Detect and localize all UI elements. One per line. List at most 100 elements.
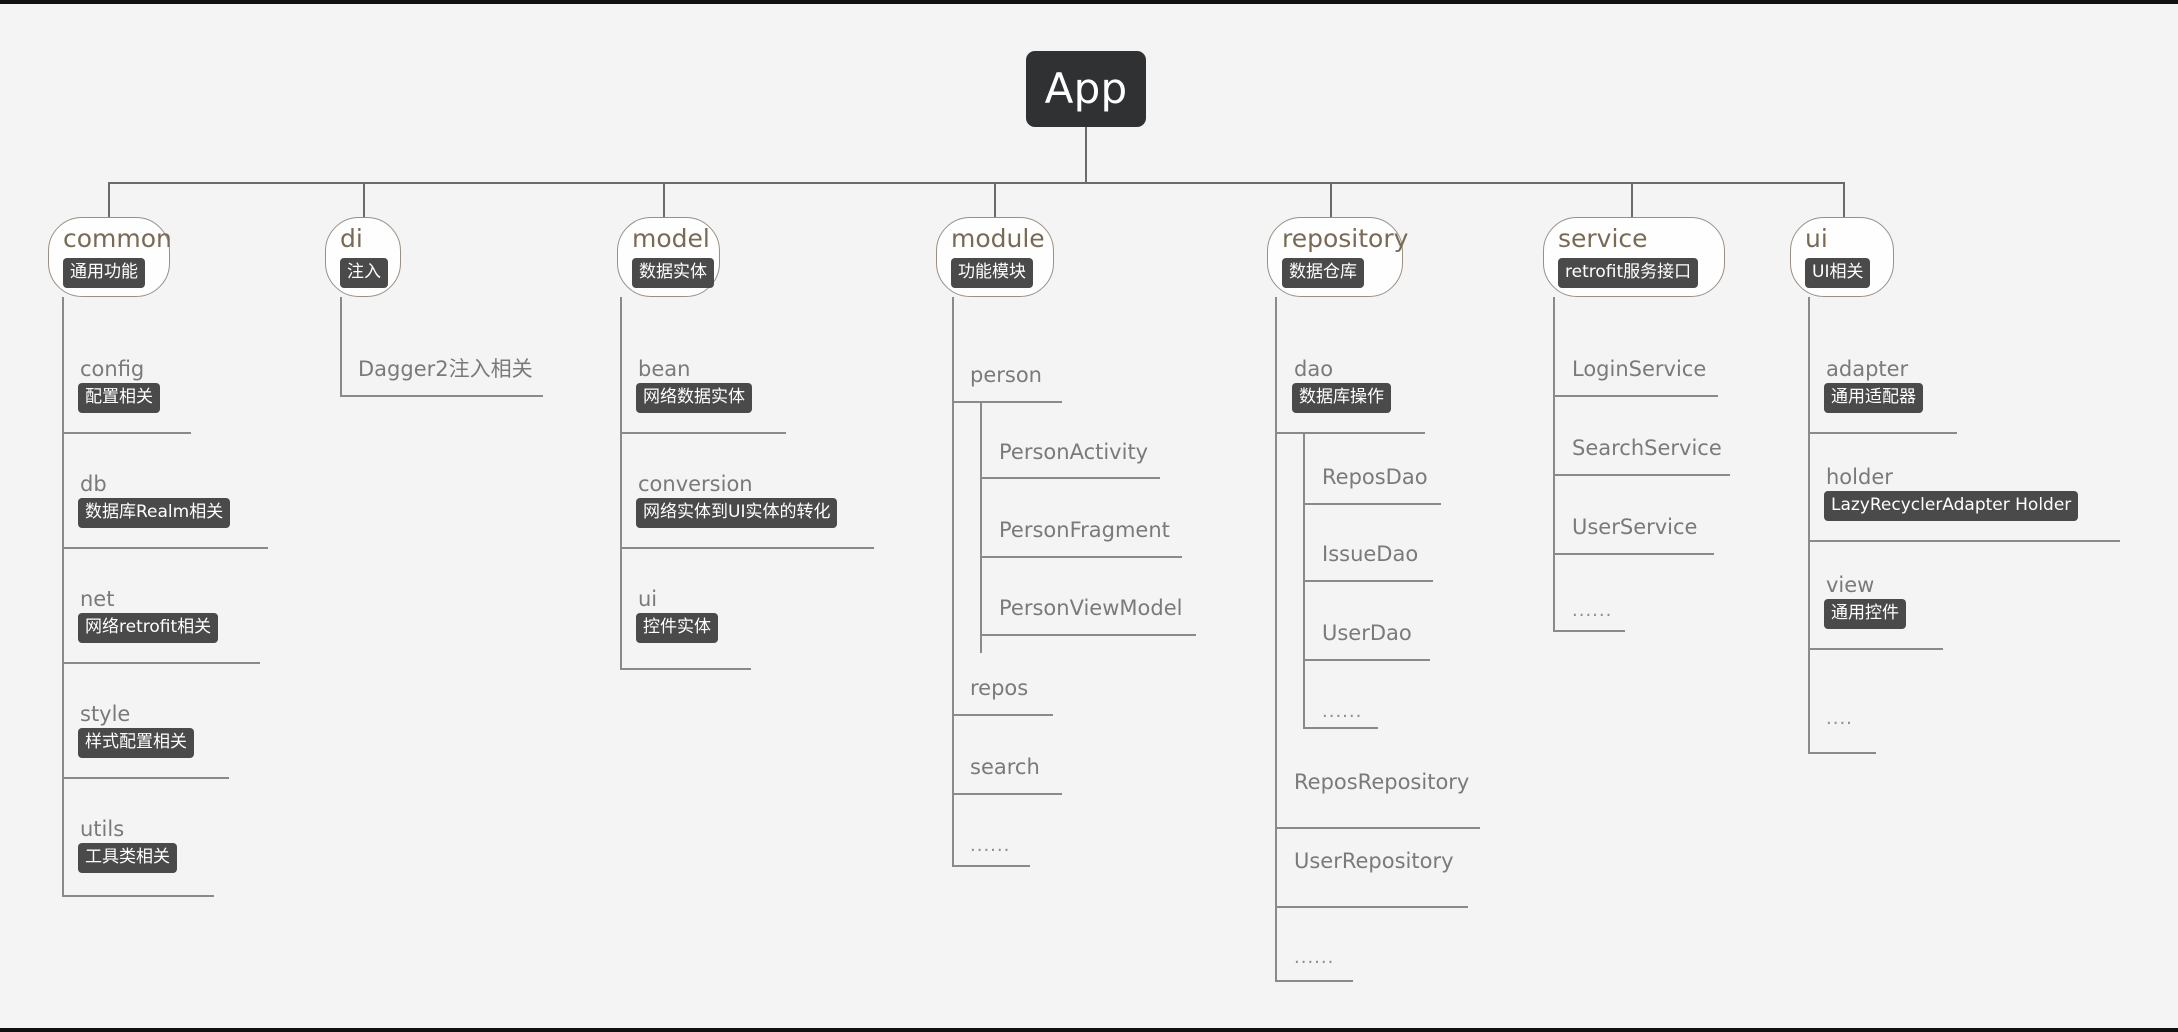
root-node-label: App bbox=[1044, 64, 1128, 113]
edge-spine-di bbox=[340, 297, 342, 397]
edge-underline-person-activity bbox=[980, 477, 1160, 479]
leaf-ui-adapter[interactable]: adapter 通用适配器 bbox=[1820, 357, 1923, 414]
leaf-label: Dagger2注入相关 bbox=[358, 357, 533, 381]
leaf-model-ui[interactable]: ui 控件实体 bbox=[632, 587, 718, 644]
leaf-label: ...... bbox=[1572, 600, 1613, 621]
leaf-module-person[interactable]: person bbox=[964, 363, 1044, 389]
branch-node-module[interactable]: module 功能模块 bbox=[936, 217, 1054, 297]
leaf-common-config[interactable]: config 配置相关 bbox=[74, 357, 160, 414]
leaf-module-more[interactable]: ...... bbox=[964, 835, 1012, 859]
branch-label-module: module bbox=[951, 223, 1045, 253]
leaf-model-bean[interactable]: bean 网络数据实体 bbox=[632, 357, 752, 414]
leaf-common-style[interactable]: style 样式配置相关 bbox=[74, 702, 194, 759]
root-node-app[interactable]: App bbox=[1026, 51, 1146, 127]
edge-spine-dao bbox=[1303, 432, 1305, 727]
leaf-repository-userrepository[interactable]: UserRepository bbox=[1288, 849, 1456, 875]
leaf-badge: 配置相关 bbox=[78, 383, 160, 414]
leaf-ui-holder[interactable]: holder LazyRecyclerAdapter Holder bbox=[1820, 465, 2079, 522]
edge-underline-loginservice bbox=[1553, 395, 1718, 397]
leaf-dao-issuedao[interactable]: IssueDao bbox=[1316, 542, 1420, 568]
leaf-person-viewmodel[interactable]: PersonViewModel bbox=[993, 596, 1184, 622]
edge-underline-conversion bbox=[620, 547, 874, 549]
edge-spine-person bbox=[980, 401, 982, 653]
leaf-ui-view[interactable]: view 通用控件 bbox=[1820, 573, 1906, 630]
leaf-label: adapter bbox=[1826, 357, 1909, 381]
edge-spine-ui bbox=[1808, 297, 1810, 752]
leaf-label: IssueDao bbox=[1322, 542, 1419, 566]
leaf-badge: 网络retrofit相关 bbox=[78, 613, 219, 644]
leaf-label: search bbox=[970, 755, 1040, 779]
branch-badge-common: 通用功能 bbox=[63, 258, 145, 289]
leaf-badge: 数据库Realm相关 bbox=[78, 498, 231, 529]
leaf-label: PersonFragment bbox=[999, 518, 1170, 542]
edge-stem-service bbox=[1631, 182, 1633, 217]
leaf-model-conversion[interactable]: conversion 网络实体到UI实体的转化 bbox=[632, 472, 838, 529]
leaf-label: SearchService bbox=[1572, 436, 1722, 460]
leaf-service-more[interactable]: ...... bbox=[1566, 600, 1614, 624]
leaf-label: net bbox=[80, 587, 115, 611]
branch-badge-service: retrofit服务接口 bbox=[1558, 258, 1699, 289]
branch-node-di[interactable]: di 注入 bbox=[325, 217, 401, 297]
edge-underline-person bbox=[952, 401, 1062, 403]
edge-stem-common bbox=[108, 182, 110, 217]
leaf-common-net[interactable]: net 网络retrofit相关 bbox=[74, 587, 219, 644]
leaf-repository-reposrepository[interactable]: ReposRepository bbox=[1288, 770, 1471, 796]
edge-underline-reposdao bbox=[1303, 503, 1441, 505]
branch-node-common[interactable]: common 通用功能 bbox=[48, 217, 172, 297]
branch-label-repository: repository bbox=[1282, 223, 1409, 253]
leaf-ui-more[interactable]: .... bbox=[1820, 708, 1855, 732]
edge-underline-dagger2 bbox=[340, 395, 543, 397]
edge-underline-net bbox=[62, 662, 260, 664]
branch-node-ui[interactable]: ui UI相关 bbox=[1790, 217, 1894, 297]
leaf-person-fragment[interactable]: PersonFragment bbox=[993, 518, 1172, 544]
leaf-dao-reposdao[interactable]: ReposDao bbox=[1316, 465, 1430, 491]
leaf-repository-dao[interactable]: dao 数据库操作 bbox=[1288, 357, 1391, 414]
branch-node-service[interactable]: service retrofit服务接口 bbox=[1543, 217, 1725, 297]
leaf-service-loginservice[interactable]: LoginService bbox=[1566, 357, 1708, 383]
edge-underline-repos bbox=[952, 714, 1053, 716]
leaf-label: ...... bbox=[970, 835, 1011, 856]
leaf-service-searchservice[interactable]: SearchService bbox=[1566, 436, 1724, 462]
branch-node-repository[interactable]: repository 数据仓库 bbox=[1267, 217, 1408, 297]
edge-underline-service-more bbox=[1553, 630, 1625, 632]
leaf-label: PersonActivity bbox=[999, 440, 1149, 464]
edge-stem-di bbox=[363, 182, 365, 217]
leaf-badge: 样式配置相关 bbox=[78, 728, 194, 759]
leaf-badge: 工具类相关 bbox=[78, 843, 177, 874]
leaf-common-utils[interactable]: utils 工具类相关 bbox=[74, 817, 177, 874]
leaf-label: UserDao bbox=[1322, 621, 1412, 645]
edge-underline-person-fragment bbox=[980, 556, 1182, 558]
leaf-label: holder bbox=[1826, 465, 1893, 489]
leaf-di-dagger2[interactable]: Dagger2注入相关 bbox=[352, 357, 535, 383]
leaf-person-activity[interactable]: PersonActivity bbox=[993, 440, 1150, 466]
leaf-common-db[interactable]: db 数据库Realm相关 bbox=[74, 472, 231, 529]
leaf-dao-userdao[interactable]: UserDao bbox=[1316, 621, 1414, 647]
branch-label-service: service bbox=[1558, 223, 1648, 253]
leaf-label: conversion bbox=[638, 472, 753, 496]
branch-badge-ui: UI相关 bbox=[1805, 258, 1871, 289]
edge-underline-utils bbox=[62, 895, 214, 897]
edge-underline-searchservice bbox=[1553, 474, 1730, 476]
leaf-module-search[interactable]: search bbox=[964, 755, 1042, 781]
leaf-badge: 网络数据实体 bbox=[636, 383, 752, 414]
edge-spine-module bbox=[952, 297, 954, 867]
leaf-dao-more[interactable]: ...... bbox=[1316, 701, 1364, 725]
edge-underline-dao-more bbox=[1303, 727, 1378, 729]
edge-underline-db bbox=[62, 547, 268, 549]
leaf-label: ReposRepository bbox=[1294, 770, 1470, 794]
branch-badge-module: 功能模块 bbox=[951, 258, 1033, 289]
leaf-module-repos[interactable]: repos bbox=[964, 676, 1030, 702]
branch-node-model[interactable]: model 数据实体 bbox=[617, 217, 720, 297]
leaf-service-userservice[interactable]: UserService bbox=[1566, 515, 1699, 541]
edge-underline-adapter bbox=[1808, 432, 1957, 434]
leaf-label: bean bbox=[638, 357, 691, 381]
leaf-label: utils bbox=[80, 817, 125, 841]
leaf-badge: 通用控件 bbox=[1824, 599, 1906, 630]
branch-label-model: model bbox=[632, 223, 710, 253]
leaf-label: .... bbox=[1826, 708, 1853, 729]
branch-label-common: common bbox=[63, 223, 172, 253]
edge-underline-config bbox=[62, 432, 191, 434]
leaf-repository-more[interactable]: ...... bbox=[1288, 947, 1336, 971]
leaf-label: dao bbox=[1294, 357, 1334, 381]
